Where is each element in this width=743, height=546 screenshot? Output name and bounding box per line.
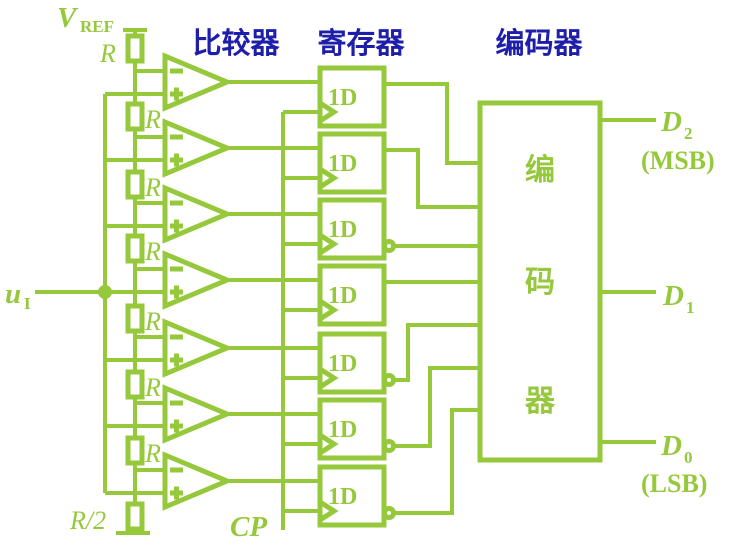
title-register: 寄存器 bbox=[317, 26, 405, 60]
q-wire bbox=[384, 82, 480, 165]
vref-label: V REF bbox=[57, 2, 114, 36]
resistor-label-3: R bbox=[144, 173, 161, 202]
comparator-3 bbox=[105, 184, 320, 244]
qbar-wire bbox=[394, 408, 480, 515]
output-d1: D 1 bbox=[662, 280, 695, 317]
d1-subscript: 1 bbox=[686, 298, 695, 317]
inverter-bubble-icon bbox=[382, 239, 396, 253]
comparator-2 bbox=[105, 118, 320, 178]
vref-subscript: REF bbox=[80, 17, 114, 36]
output-d0: D 0 (LSB) bbox=[641, 430, 707, 498]
inverter-bubble-icon bbox=[382, 439, 396, 453]
flipflop-2: 1D bbox=[283, 131, 480, 209]
plus-icon bbox=[170, 219, 183, 233]
resistor-r1 bbox=[125, 33, 145, 64]
qbar-wire bbox=[394, 323, 480, 382]
d2-subscript: 2 bbox=[684, 124, 693, 143]
ff-label: 1D bbox=[328, 85, 357, 111]
cp-label: CP bbox=[230, 511, 267, 543]
comparator-7 bbox=[105, 451, 320, 511]
resistor-label-2: R bbox=[144, 105, 161, 134]
clock-wedge-icon bbox=[317, 296, 339, 324]
clock-wedge-icon bbox=[317, 364, 339, 392]
plus-icon bbox=[170, 419, 183, 433]
clock-wedge-icon bbox=[317, 164, 339, 192]
resistor-r3 bbox=[125, 169, 145, 200]
encoder-char-3: 器 bbox=[524, 385, 556, 418]
resistor-r5 bbox=[125, 303, 145, 334]
encoder-box bbox=[477, 100, 603, 463]
clock-wedge-icon bbox=[317, 430, 339, 458]
ff-box bbox=[317, 131, 387, 195]
flipflop-6: 1D bbox=[283, 366, 480, 461]
plus-icon bbox=[170, 285, 183, 299]
ui-label: u I bbox=[5, 278, 31, 313]
ui-main: u bbox=[5, 278, 21, 310]
resistor-label-7: R bbox=[144, 439, 161, 468]
resistor-r2 bbox=[125, 101, 145, 132]
resistor-label-4: R bbox=[144, 237, 161, 266]
d0-tag: (LSB) bbox=[641, 469, 707, 498]
resistor-ladder bbox=[116, 28, 150, 535]
ff-label: 1D bbox=[328, 351, 357, 377]
flipflop-5: 1D bbox=[283, 323, 480, 395]
resistor-label-rhalf: R/2 bbox=[69, 506, 106, 535]
output-d2: D 2 (MSB) bbox=[641, 106, 715, 175]
comparator-6 bbox=[105, 384, 320, 444]
clock-wedge-icon bbox=[317, 230, 339, 258]
encoder-block: 编 码 器 bbox=[477, 100, 656, 463]
encoder-char-2: 码 bbox=[525, 266, 555, 299]
title-encoder: 编码器 bbox=[495, 26, 583, 60]
plus-icon bbox=[170, 353, 183, 367]
flipflop-7: 1D bbox=[283, 408, 480, 528]
resistor-rhalf bbox=[125, 501, 145, 532]
comparator-5 bbox=[105, 318, 320, 378]
d0-subscript: 0 bbox=[684, 448, 693, 467]
clock-wedge-icon bbox=[317, 497, 339, 525]
flipflop-3: 1D bbox=[283, 197, 480, 261]
resistor-label-5: R bbox=[144, 307, 161, 336]
comparator-4 bbox=[105, 250, 320, 310]
resistor-label-1: R bbox=[99, 39, 116, 68]
q-wire bbox=[384, 148, 480, 209]
d2-main: D bbox=[660, 106, 682, 138]
ff-label: 1D bbox=[328, 417, 357, 443]
resistor-r4 bbox=[125, 233, 145, 264]
comparator-1 bbox=[105, 52, 320, 112]
flipflop-1: 1D bbox=[283, 65, 480, 165]
inverter-bubble-icon bbox=[382, 373, 396, 387]
encoder-char-1: 编 bbox=[525, 153, 555, 187]
ui-subscript: I bbox=[24, 294, 31, 313]
ff-label: 1D bbox=[328, 217, 357, 243]
qbar-wire bbox=[394, 366, 480, 448]
clock-wedge-icon bbox=[317, 98, 339, 126]
title-comparator: 比较器 bbox=[192, 26, 280, 60]
resistor-label-6: R bbox=[144, 373, 161, 402]
inverter-bubble-icon bbox=[382, 506, 396, 520]
vref-main: V bbox=[57, 2, 79, 34]
d2-tag: (MSB) bbox=[641, 146, 715, 175]
ff-label: 1D bbox=[328, 151, 357, 177]
plus-icon bbox=[170, 153, 183, 167]
d0-main: D bbox=[660, 430, 682, 462]
resistor-r6 bbox=[125, 369, 145, 400]
resistor-r7 bbox=[125, 435, 145, 466]
ff-label: 1D bbox=[328, 484, 357, 510]
plus-icon bbox=[170, 486, 183, 500]
flipflop-4: 1D bbox=[283, 263, 480, 327]
ff-label: 1D bbox=[328, 283, 357, 309]
analog-input-bus bbox=[35, 94, 112, 493]
d1-main: D bbox=[662, 280, 684, 312]
plus-icon bbox=[170, 87, 183, 101]
